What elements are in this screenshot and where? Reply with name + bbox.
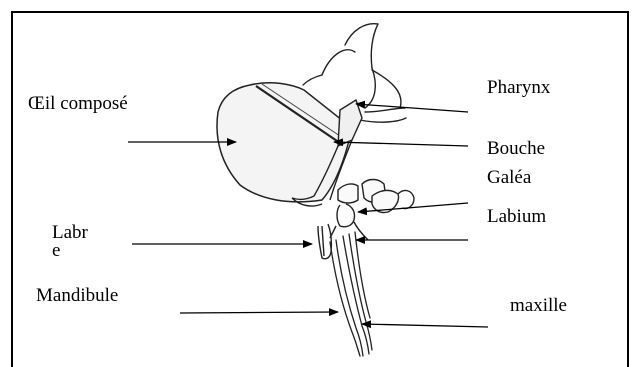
arrow-mandibule — [180, 312, 338, 313]
label-mandibule: Mandibule — [36, 285, 118, 307]
stylets — [330, 232, 372, 356]
label-pharynx: Pharynx — [487, 77, 550, 99]
arrow-maxille — [362, 324, 488, 327]
label-galea: Galéa — [487, 167, 531, 189]
label-labium: Labium — [487, 206, 546, 228]
label-oeil-compose: Œil composé — [28, 93, 128, 115]
arrow-bouche — [334, 142, 468, 146]
label-maxille: maxille — [510, 295, 567, 317]
labrum-part — [318, 224, 331, 259]
compound-eye — [217, 83, 352, 202]
label-bouche: Bouche — [487, 138, 545, 160]
arrow-pharynx — [356, 104, 468, 112]
label-labre: Labr e — [52, 222, 88, 258]
galea-labium-cluster — [330, 180, 414, 241]
